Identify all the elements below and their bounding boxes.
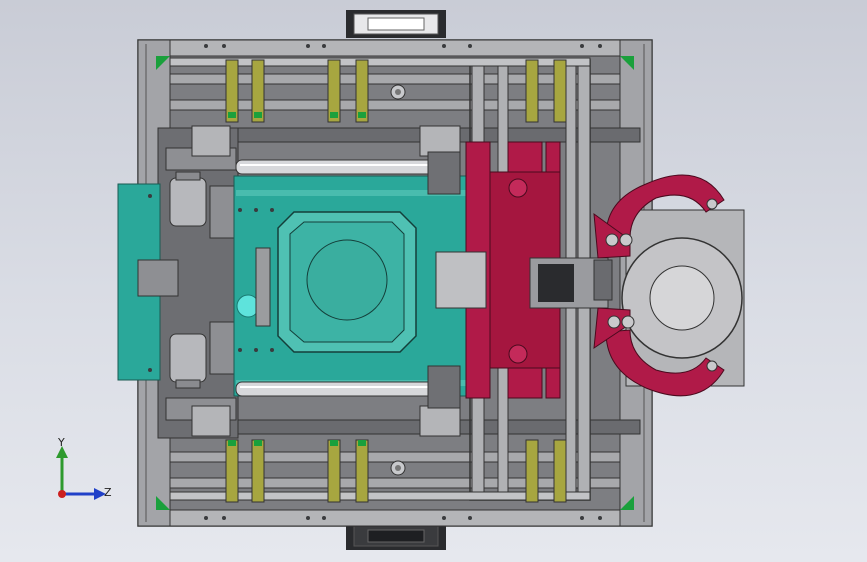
top-mount-block [346, 10, 446, 38]
frame-bosses [390, 84, 406, 476]
y-axis-label: Y [58, 436, 65, 449]
guide-strips-bottom [225, 439, 567, 503]
y-axis-head [56, 446, 68, 458]
bolt-holes [148, 44, 602, 520]
horizontal-rails [169, 73, 641, 489]
gripper-jaw [593, 174, 725, 397]
workpiece-tray [277, 211, 417, 353]
guide-rods [235, 159, 447, 397]
teal-sphere [236, 247, 271, 327]
green-blocks [228, 112, 366, 446]
z-axis-head [94, 488, 106, 500]
axis-triad: Y Z [46, 436, 116, 510]
guide-strips-top [225, 59, 567, 123]
crimson-clamp-frame [465, 141, 561, 399]
pneumatic-cylinders [169, 171, 207, 389]
teal-side-plate [117, 183, 179, 381]
corner-markers [156, 56, 634, 510]
gripper-disk [621, 209, 745, 387]
origin-marker [58, 490, 66, 498]
rod-end-blocks [191, 125, 461, 437]
center-slide-block [435, 251, 613, 309]
z-axis-label: Z [104, 486, 112, 499]
